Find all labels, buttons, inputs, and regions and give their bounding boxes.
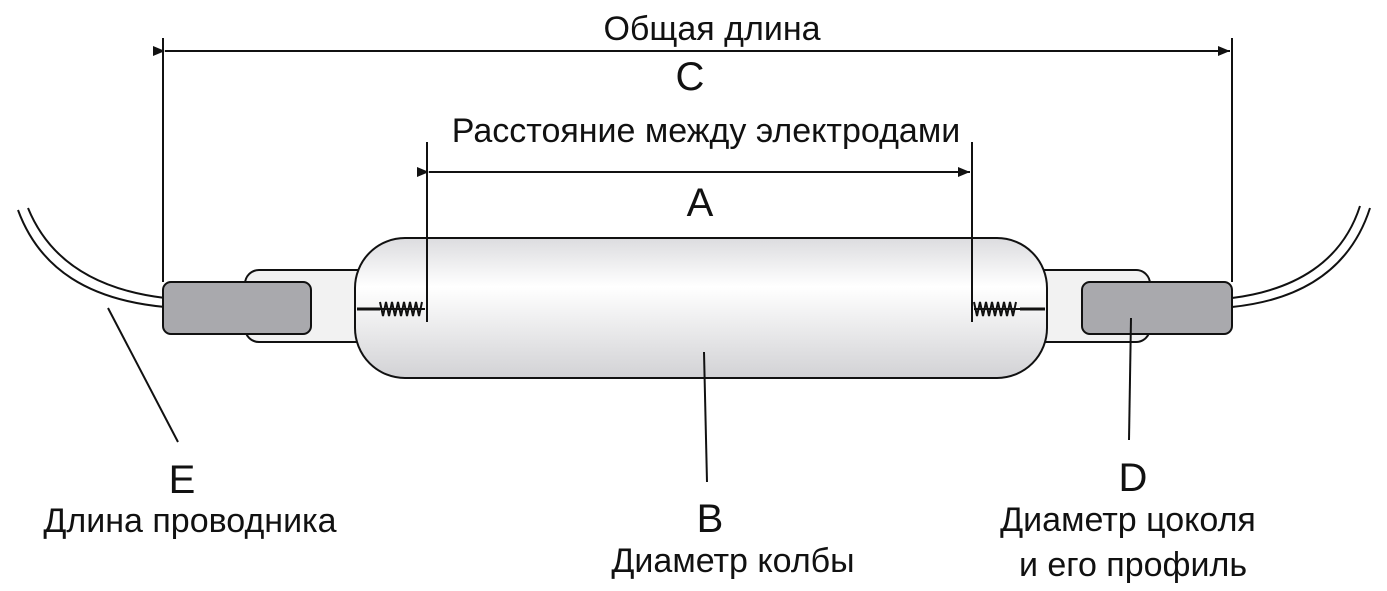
lead-wire-left: [17, 207, 166, 308]
base-diameter-label-line2: и его профиль: [1019, 546, 1247, 584]
label-a: A: [687, 181, 714, 225]
label-e: E: [169, 458, 196, 502]
base-right: [1081, 281, 1233, 335]
leader-e: [107, 307, 179, 443]
electrode-distance-label: Расстояние между электродами: [452, 112, 960, 150]
lead-length-label: Длина проводника: [43, 502, 336, 540]
bulb-diameter-label: Диаметр колбы: [611, 542, 854, 580]
total-length-label: Общая длина: [603, 10, 820, 48]
leader-d: [1128, 317, 1132, 441]
lead-wire-right: [1231, 205, 1371, 308]
label-b: B: [697, 497, 724, 541]
electrode-left: [357, 301, 425, 317]
leader-b: [703, 351, 708, 483]
extension-lines: [162, 38, 1233, 322]
electrode-right: [973, 301, 1045, 317]
label-c: C: [676, 55, 705, 99]
label-d: D: [1119, 456, 1148, 500]
base-left: [162, 281, 312, 335]
bulb: [354, 237, 1048, 379]
base-diameter-label-line1: Диаметр цоколя: [1000, 501, 1256, 539]
